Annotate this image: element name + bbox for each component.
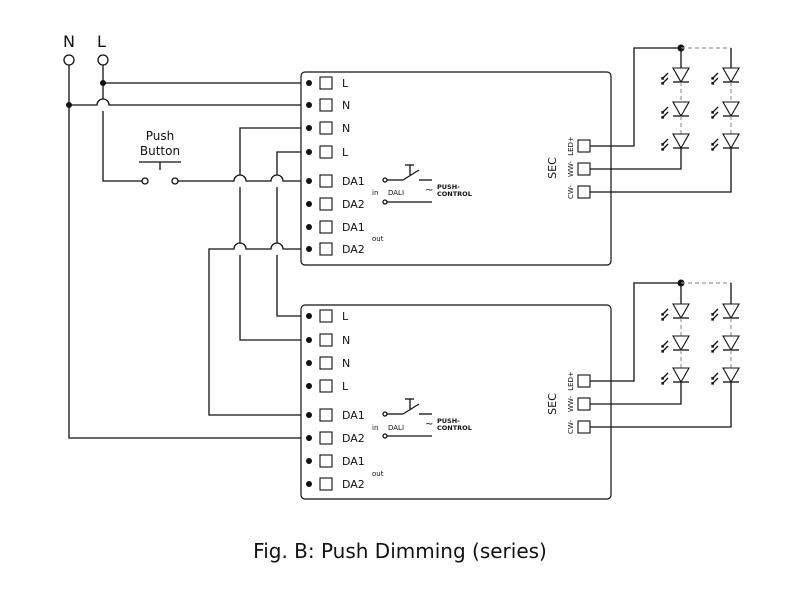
mains-l-terminal xyxy=(97,54,109,66)
d1-out-label: out xyxy=(372,235,384,243)
d2-term-1: L xyxy=(342,310,349,323)
figure-caption: Fig. B: Push Dimming (series) xyxy=(253,539,547,563)
d1-switch-symbol: ~ xyxy=(382,164,433,205)
push-button-label-2: Button xyxy=(140,144,180,158)
d1-term-3: N xyxy=(342,122,350,135)
mains-l-label: L xyxy=(97,32,106,51)
d1-term-5: DA1 xyxy=(342,175,365,188)
d2-term-5: DA1 xyxy=(342,409,365,422)
d2-out-term-2: WW- xyxy=(567,395,575,412)
d1-term-7: DA1 xyxy=(342,221,365,234)
d2-push-label-1: PUSH- xyxy=(437,417,460,425)
d2-term-4: L xyxy=(342,380,349,393)
mains-terminals: N L xyxy=(63,32,109,66)
d2-term-6: DA2 xyxy=(342,432,365,445)
d1-term-2: N xyxy=(342,99,350,112)
d2-out-label: out xyxy=(372,470,384,478)
driver-1-input-terminals xyxy=(306,76,333,256)
mains-n-terminal xyxy=(63,54,75,66)
d1-dali-label: DALI xyxy=(388,189,404,197)
driver-2-led-strings xyxy=(590,279,740,428)
push-button-label-1: Push xyxy=(146,129,175,143)
d2-out-term-3: CW- xyxy=(567,420,575,435)
d1-term-8: DA2 xyxy=(342,243,365,256)
d2-dali-label: DALI xyxy=(388,424,404,432)
driver-2: L N N L DA1 DA2 DA1 DA2 in out DALI ~ PU… xyxy=(300,304,612,500)
mains-n-label: N xyxy=(63,32,75,51)
d2-push-label-2: CONTROL xyxy=(437,424,472,432)
d1-sec-label: SEC xyxy=(546,157,559,179)
d2-term-3: N xyxy=(342,357,350,370)
d2-out-term-1: LED+ xyxy=(567,371,575,391)
d2-term-7: DA1 xyxy=(342,455,365,468)
svg-text:~: ~ xyxy=(425,185,433,196)
d2-term-8: DA2 xyxy=(342,478,365,491)
d2-term-2: N xyxy=(342,334,350,347)
d2-switch-symbol: ~ xyxy=(382,398,433,439)
d1-in-label: in xyxy=(372,189,378,197)
d1-term-6: DA2 xyxy=(342,198,365,211)
driver-2-input-terminals xyxy=(306,309,333,491)
d1-out-term-3: CW- xyxy=(567,185,575,200)
wiring xyxy=(66,65,309,439)
d2-in-label: in xyxy=(372,424,378,432)
d1-term-4: L xyxy=(342,146,349,159)
driver-1-led-strings xyxy=(590,44,740,193)
driver-1: L N N L DA1 DA2 DA1 DA2 in out DALI ~ PU… xyxy=(300,71,612,266)
d1-push-label-1: PUSH- xyxy=(437,183,460,191)
d2-sec-label: SEC xyxy=(546,393,559,415)
svg-text:~: ~ xyxy=(425,419,433,430)
d1-term-1: L xyxy=(342,77,349,90)
d1-out-term-2: WW- xyxy=(567,160,575,177)
d1-out-term-1: LED+ xyxy=(567,136,575,156)
d1-push-label-2: CONTROL xyxy=(437,190,472,198)
